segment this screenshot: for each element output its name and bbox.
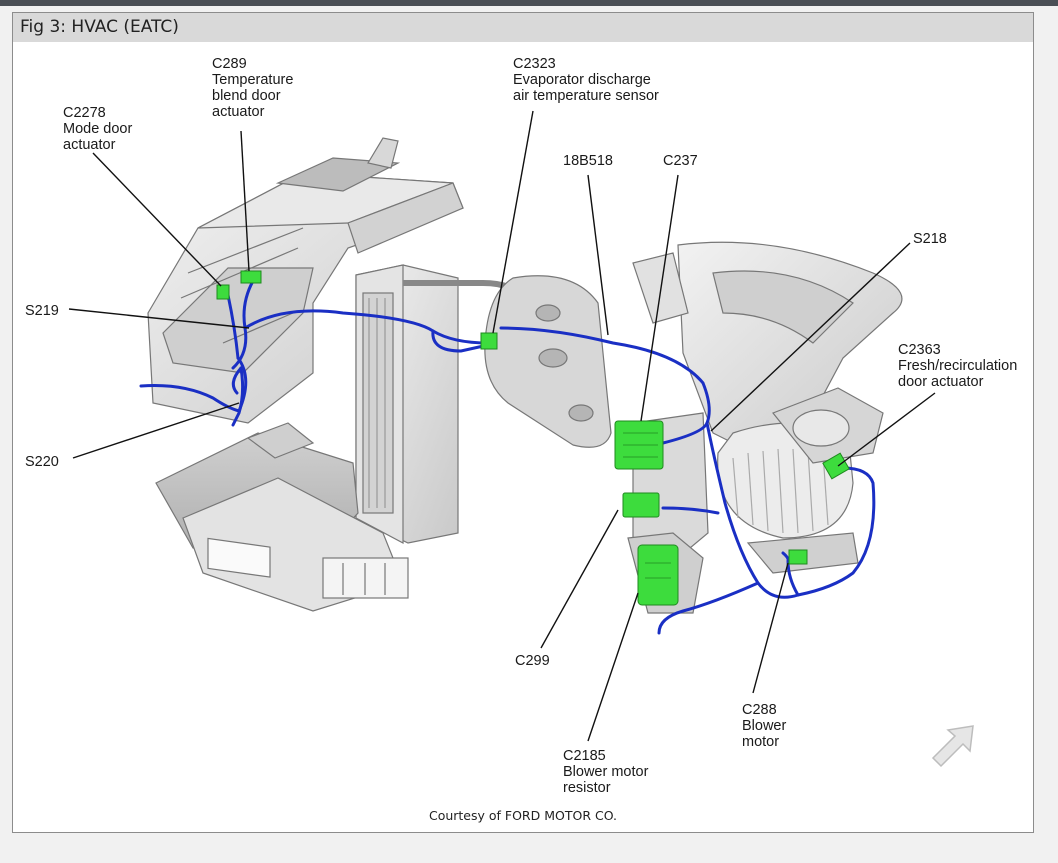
figure-credit: Courtesy of FORD MOTOR CO. [428,808,618,823]
svg-text:S218: S218 [913,231,947,247]
svg-text:door actuator: door actuator [898,374,984,390]
svg-text:C237: C237 [663,153,698,169]
callout-c2278: C2278 Mode door actuator [63,105,132,153]
svg-text:resistor: resistor [563,780,611,796]
callout-18b518: 18B518 [563,153,613,169]
leader-lines [68,110,936,742]
arrow-up-right-icon[interactable] [931,725,974,768]
hvac-left-housing [147,137,464,424]
svg-text:Blower motor: Blower motor [563,764,649,780]
floor-duct [155,422,409,612]
svg-text:C2278: C2278 [63,105,106,121]
svg-text:C289: C289 [212,56,247,72]
svg-text:blend door: blend door [212,88,281,104]
svg-text:actuator: actuator [212,104,265,120]
callout-s219: S219 [25,303,59,319]
callout-c2363: C2363 Fresh/recirculation door actuator [898,342,1017,390]
svg-text:air temperature sensor: air temperature sensor [513,88,659,104]
svg-text:S220: S220 [25,454,59,470]
wiring-harness [139,279,876,635]
svg-text:18B518: 18B518 [563,153,613,169]
svg-text:C2323: C2323 [513,56,556,72]
callout-c2185: C2185 Blower motor resistor [563,748,649,796]
svg-text:C288: C288 [742,702,777,718]
svg-text:actuator: actuator [63,137,116,153]
svg-text:Fresh/recirculation: Fresh/recirculation [898,358,1017,374]
figure-title: Fig 3: HVAC (EATC) [13,13,1033,42]
svg-text:Blower: Blower [742,718,786,734]
svg-text:Temperature: Temperature [212,72,293,88]
heater-core [355,264,536,544]
callout-s220: S220 [25,454,59,470]
connector-c289 [240,270,262,284]
callout-c288: C288 Blower motor [742,702,786,750]
callout-c2323: C2323 Evaporator discharge air temperatu… [513,56,659,104]
callout-c237: C237 [663,153,698,169]
evaporator-plate [484,275,612,448]
window-top-bar [0,0,1058,6]
svg-text:Mode door: Mode door [63,121,132,137]
connector-c299 [622,492,660,518]
callout-s218: S218 [913,231,947,247]
svg-text:C2185: C2185 [563,748,606,764]
hvac-diagram: C2278 Mode door actuator C289 Temperatur… [25,56,1017,796]
svg-text:Evaporator discharge: Evaporator discharge [513,72,651,88]
connector-c288 [788,549,808,565]
svg-text:C2363: C2363 [898,342,941,358]
svg-text:C299: C299 [515,653,550,669]
connector-c2185 [637,544,679,606]
figure-panel: Fig 3: HVAC (EATC) [12,12,1034,833]
callout-c289: C289 Temperature blend door actuator [212,56,293,120]
svg-text:motor: motor [742,734,779,750]
connector-c2278 [216,284,230,300]
svg-text:S219: S219 [25,303,59,319]
callout-c299: C299 [515,653,550,669]
connector-c2323 [480,332,498,350]
